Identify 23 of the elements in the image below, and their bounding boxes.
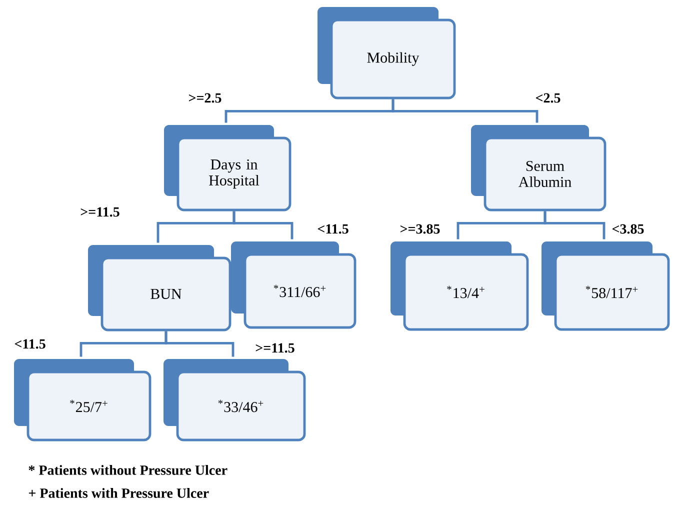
connector-line (544, 211, 606, 240)
edge-label: >=3.85 (398, 223, 442, 235)
edge-label: <11.5 (316, 223, 350, 235)
edge-label: >=11.5 (254, 342, 296, 354)
decision-box: $^{*}$58/117$^{+}$ (542, 242, 670, 331)
decision-box: Mobility (318, 7, 456, 100)
edge-label: >=2.5 (187, 92, 223, 104)
connector-line (392, 99, 538, 123)
edge-label: <2.5 (534, 92, 562, 104)
edge-label: >=11.5 (79, 206, 121, 218)
edge-label: <3.85 (610, 223, 646, 235)
decision-box: $^{*}$311/66$^{+}$ (231, 242, 356, 329)
decision-box: $^{*}$33/46$^{+}$ (164, 359, 306, 442)
decision-box: $^{*}$25/7$^{+}$ (14, 359, 152, 442)
decision-box: $^{*}$13/4$^{+}$ (390, 242, 529, 331)
edge-label: <11.5 (13, 338, 47, 350)
decision-box: Serum Albumin (471, 125, 606, 212)
decision-box: BUN (88, 245, 232, 332)
decision-box: Days in Hospital (164, 125, 292, 212)
connector-line (164, 331, 234, 357)
legend-note: + Patients with Pressure Ulcer (28, 488, 209, 498)
legend-note: * Patients without Pressure Ulcer (28, 465, 228, 475)
connector-line (232, 211, 294, 240)
